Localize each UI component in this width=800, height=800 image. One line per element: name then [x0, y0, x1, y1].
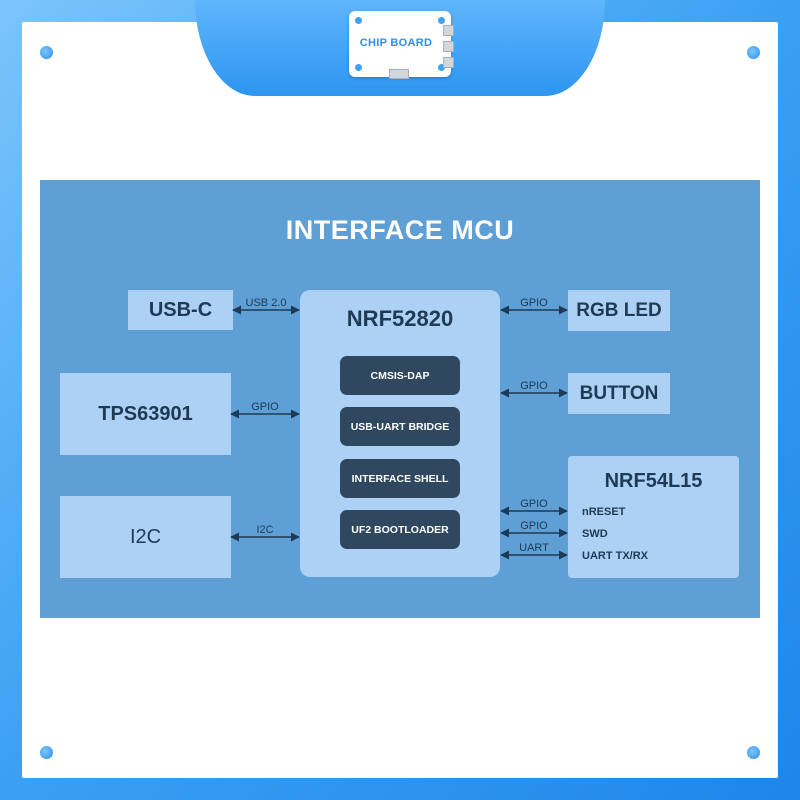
target-name: NRF54L15: [604, 470, 703, 492]
connection-arrows: USB 2.0 GPIO I2C GPIO GPIO GPIO GPIO UAR…: [230, 297, 568, 560]
tps63901-block: TPS63901: [60, 373, 231, 455]
chip-board-logo: CHIP BOARD: [349, 11, 454, 79]
rgb-led-block: RGB LED: [568, 290, 670, 331]
label-i2c: I2C: [256, 524, 273, 536]
logo-brand-text: CHIP BOARD: [359, 37, 433, 49]
mount-hole-icon: [355, 17, 362, 24]
corner-dot-icon: [40, 746, 53, 759]
signal-uart: UART TX/RX: [582, 550, 648, 562]
nrf52820-block: NRF52820 CMSIS-DAP USB-UART BRIDGE INTER…: [300, 290, 500, 577]
diagram-title: INTERFACE MCU: [285, 215, 515, 245]
diagram-panel: INTERFACE MCU USB-C TPS63901 I2C NRF5282…: [40, 180, 760, 618]
corner-dot-icon: [40, 46, 53, 59]
corner-dot-icon: [747, 46, 760, 59]
label-nreset-gpio: GPIO: [520, 498, 548, 510]
header-pin-icon: [443, 25, 454, 36]
corner-dot-icon: [747, 746, 760, 759]
button-block: BUTTON: [568, 373, 670, 414]
label-tps-gpio: GPIO: [251, 401, 279, 413]
interface-shell-module: INTERFACE SHELL: [340, 459, 460, 498]
header-pin-icon: [443, 57, 454, 68]
uf2-bootloader-module: UF2 BOOTLOADER: [340, 510, 460, 549]
label-uart: UART: [519, 542, 549, 554]
mount-hole-icon: [355, 64, 362, 71]
usb-port-icon: [389, 69, 409, 79]
mcu-name: NRF52820: [346, 306, 454, 331]
mount-hole-icon: [438, 64, 445, 71]
nrf54l15-block: NRF54L15 nRESET SWD UART TX/RX: [568, 456, 739, 578]
label-usb: USB 2.0: [246, 297, 287, 309]
header-pin-icon: [443, 41, 454, 52]
label-swd-gpio: GPIO: [520, 520, 548, 532]
cmsis-dap-module: CMSIS-DAP: [340, 356, 460, 395]
mount-hole-icon: [438, 17, 445, 24]
usb-c-block: USB-C: [128, 290, 233, 330]
signal-nreset: nRESET: [582, 506, 626, 518]
label-rgb-gpio: GPIO: [520, 297, 548, 309]
label-button-gpio: GPIO: [520, 380, 548, 392]
usb-uart-bridge-module: USB-UART BRIDGE: [340, 407, 460, 446]
signal-swd: SWD: [582, 528, 608, 540]
i2c-block: I2C: [60, 496, 231, 578]
